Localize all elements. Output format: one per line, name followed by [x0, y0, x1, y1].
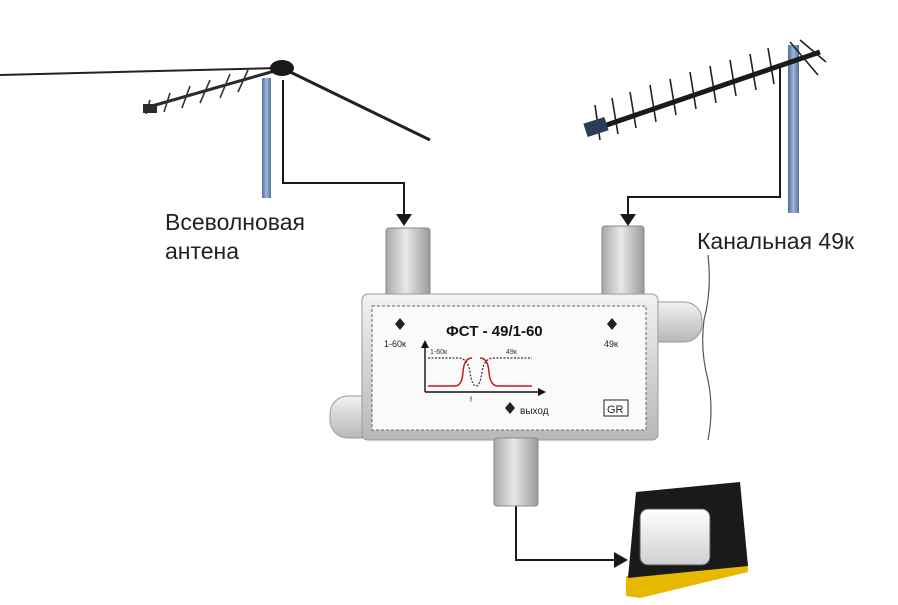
port-marker-right — [607, 318, 617, 330]
left-antenna-diagonal-element — [281, 66, 431, 142]
graph-label-left: 1-60к — [430, 349, 448, 356]
thin-cable — [702, 254, 712, 441]
all-wave-antenna-label-line1: Всеволновая — [165, 209, 305, 235]
all-wave-antenna-label: Всеволновая антена — [165, 208, 305, 266]
tv-base — [626, 562, 748, 598]
arrow-to-left-input — [396, 214, 412, 226]
brand-badge-text: GR — [607, 404, 624, 416]
left-antenna-long-wire — [0, 67, 279, 76]
input-connector-right[interactable] — [601, 225, 645, 297]
brand-badge — [603, 399, 629, 417]
wire-right-antenna-to-filter — [627, 66, 781, 218]
wire-filter-to-tv — [515, 505, 618, 561]
left-antenna-boom — [144, 68, 279, 110]
graph-curve-notch — [428, 357, 532, 387]
graph-y-arrow — [421, 340, 429, 348]
arrow-to-right-input — [620, 214, 636, 226]
all-wave-antenna — [0, 60, 431, 198]
left-antenna-tip — [143, 104, 157, 113]
input-connector-left[interactable] — [385, 227, 431, 297]
filter-device: ФСТ - 49/1-60 1-60к 49к выход GR 1-60к 4… — [329, 225, 703, 507]
right-antenna-feed-box — [583, 116, 609, 138]
graph-curve-passband-high — [479, 357, 532, 387]
graph-x-arrow — [538, 388, 546, 396]
tv-set — [626, 482, 748, 598]
graph-curve-passband-low — [428, 357, 473, 387]
port-marker-output — [505, 402, 515, 414]
port-right-label: 49к — [604, 339, 618, 349]
output-connector[interactable] — [493, 437, 539, 507]
left-antenna-elements — [145, 69, 249, 115]
arrow-to-tv — [614, 552, 628, 568]
wire-left-antenna-to-filter — [282, 80, 405, 218]
channel-antenna-label: Канальная 49к — [697, 228, 855, 254]
graph-label-right: 49к — [506, 349, 518, 356]
right-antenna-mast — [788, 45, 799, 213]
filter-title: ФСТ - 49/1-60 — [446, 323, 543, 340]
all-wave-antenna-label-line2: антена — [165, 238, 240, 264]
left-antenna-mast — [262, 78, 271, 198]
frequency-response-graph: 1-60к 49к f — [421, 340, 546, 404]
output-label: выход — [520, 406, 549, 417]
graph-label-center: f — [470, 397, 472, 404]
channel-antenna — [583, 39, 827, 213]
tv-screen — [639, 508, 711, 566]
wires — [282, 66, 781, 561]
port-marker-left — [395, 318, 405, 330]
port-left-label: 1-60к — [384, 339, 406, 349]
right-antenna-boom — [591, 49, 821, 133]
left-antenna-hub — [270, 60, 294, 76]
